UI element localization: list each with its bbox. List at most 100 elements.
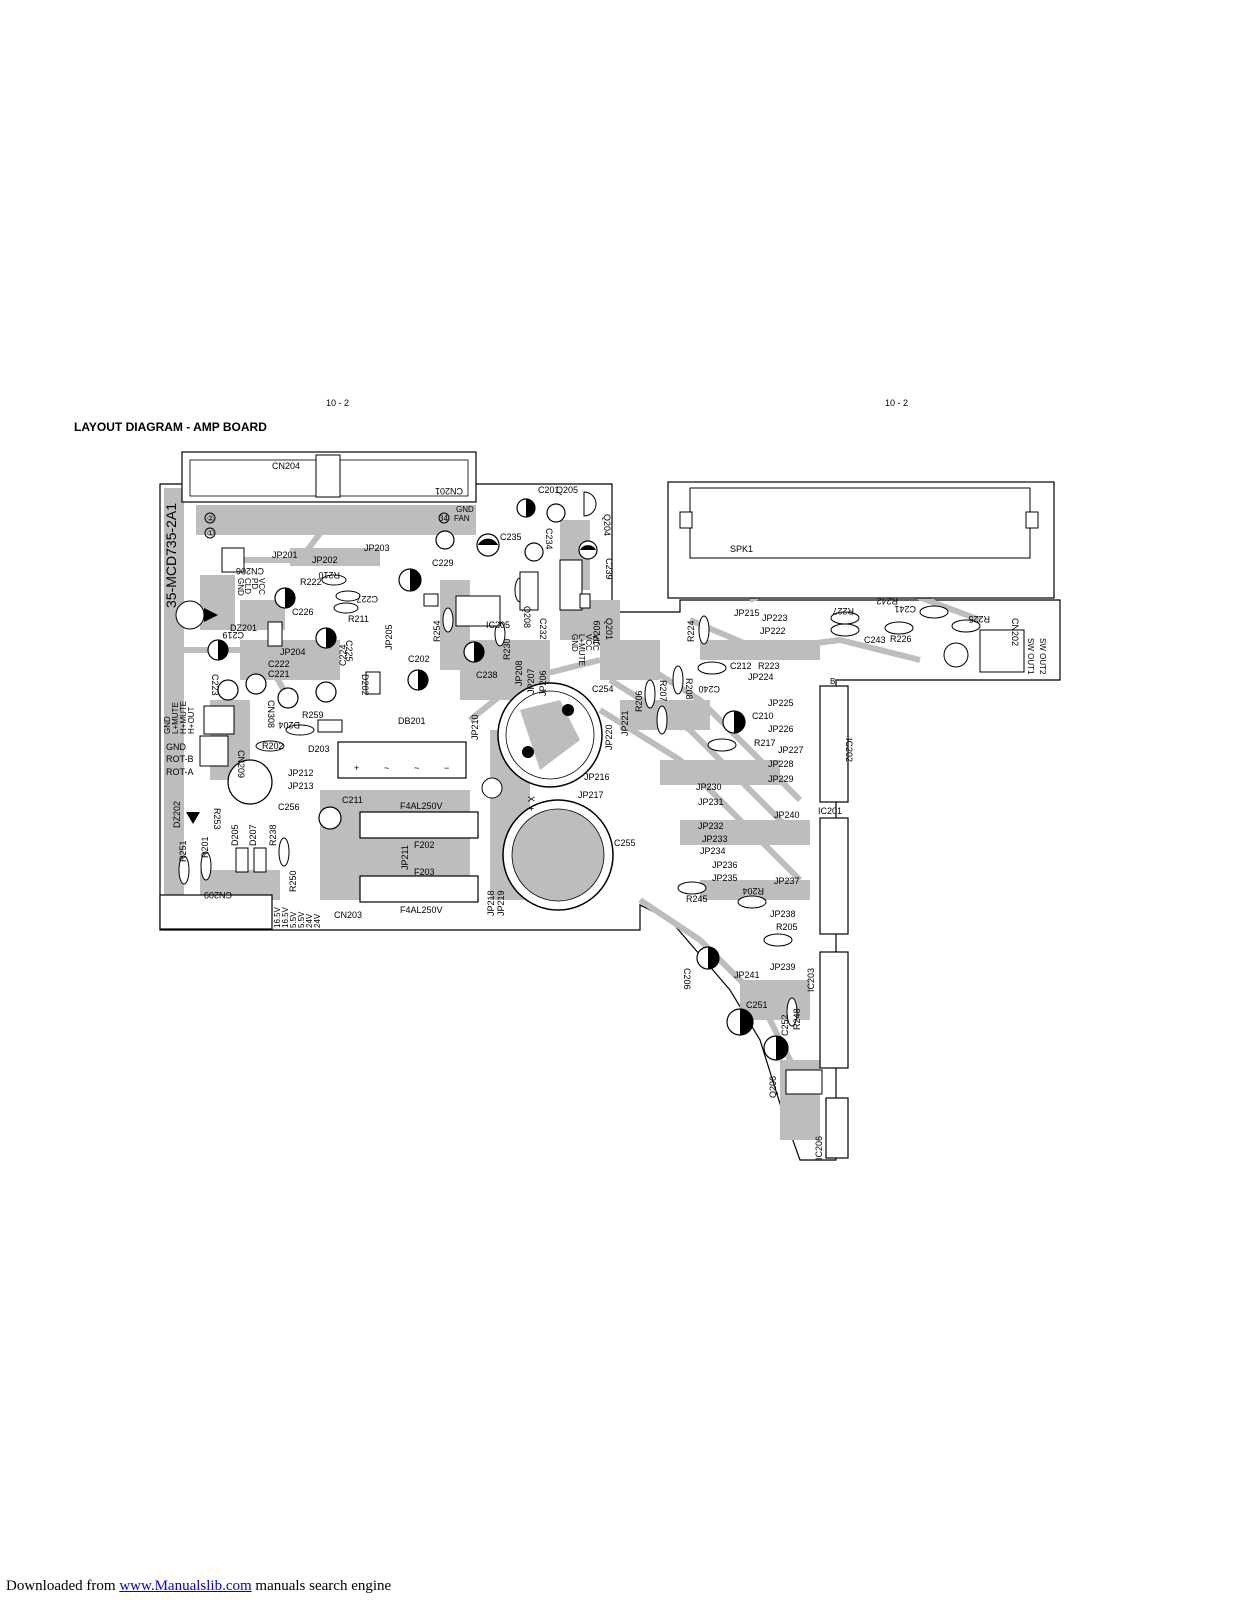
svg-text:JP225: JP225	[768, 698, 794, 708]
svg-text:C210: C210	[752, 711, 774, 721]
footer-prefix: Downloaded from	[6, 1578, 120, 1594]
cn202-connector	[979, 629, 1025, 673]
svg-text:D202: D202	[360, 674, 370, 696]
svg-text:JP234: JP234	[700, 846, 726, 856]
svg-text:R222: R222	[300, 577, 322, 587]
svg-text:R230: R230	[502, 638, 512, 660]
f202-rating: F4AL250V	[400, 801, 443, 811]
polarity-x: X	[526, 796, 536, 802]
svg-text:CN209: CN209	[236, 750, 246, 778]
rot-b-label: ROT-B	[166, 754, 194, 764]
svg-text:JP236: JP236	[712, 860, 738, 870]
svg-text:R205: R205	[776, 922, 798, 932]
svg-text:JP232: JP232	[698, 821, 724, 831]
svg-text:C224: C224	[338, 644, 348, 666]
svg-text:IC203: IC203	[806, 968, 816, 992]
ic202-connector	[819, 685, 849, 803]
footer: Downloaded from www.Manualslib.com manua…	[6, 1578, 391, 1595]
svg-text:JP205: JP205	[384, 624, 394, 650]
svg-text:CN203: CN203	[334, 910, 362, 920]
svg-text:R245: R245	[686, 894, 708, 904]
svg-text:JP224: JP224	[748, 672, 774, 682]
pin-marker-34: 34	[439, 514, 448, 523]
svg-text:JP237: JP237	[774, 876, 800, 886]
svg-text:C226: C226	[292, 607, 314, 617]
pin-marker-2: ②	[207, 514, 214, 523]
cn208-h-out: H+OUT	[187, 707, 196, 734]
ic205-vcc2: VCC	[591, 634, 600, 651]
svg-text:D203: D203	[308, 744, 330, 754]
svg-text:R227: R227	[832, 606, 854, 616]
svg-text:F202: F202	[414, 840, 435, 850]
svg-text:C206: C206	[682, 968, 692, 990]
svg-text:C219: C219	[222, 630, 244, 640]
svg-text:R226: R226	[890, 634, 912, 644]
svg-text:IC202: IC202	[844, 738, 854, 762]
svg-text:JP222: JP222	[760, 626, 786, 636]
svg-text:C222: C222	[268, 659, 290, 669]
svg-text:D205: D205	[230, 824, 240, 846]
sw-out1-label: SW OUT1	[1026, 638, 1035, 675]
svg-text:D207: D207	[248, 824, 258, 846]
svg-text:JP230: JP230	[696, 782, 722, 792]
f203-rating: F4AL250V	[400, 905, 443, 915]
svg-text:JP231: JP231	[698, 797, 724, 807]
sw-out2-label: SW OUT2	[1038, 638, 1047, 675]
bottom-left-connector	[159, 894, 273, 930]
manualslib-link[interactable]: www.Manualslib.com	[119, 1578, 252, 1594]
spk1-label: SPK1	[730, 544, 753, 554]
svg-text:Q208: Q208	[522, 606, 532, 628]
gnd-label: GND	[456, 505, 474, 514]
svg-text:C254: C254	[592, 684, 614, 694]
svg-text:R250: R250	[288, 870, 298, 892]
svg-text:JP204: JP204	[280, 647, 306, 657]
svg-text:JP208: JP208	[514, 660, 524, 686]
svg-text:R224: R224	[686, 620, 696, 642]
db201-bridge	[337, 741, 467, 779]
svg-text:Q206: Q206	[768, 1076, 778, 1098]
rot-a-label: ROT-A	[166, 767, 194, 777]
page-title: LAYOUT DIAGRAM - AMP BOARD	[74, 420, 267, 434]
svg-text:R223: R223	[758, 661, 780, 671]
svg-text:JP229: JP229	[768, 774, 794, 784]
svg-text:Q205: Q205	[556, 485, 578, 495]
svg-text:C255: C255	[614, 838, 636, 848]
pd-pd: PD	[250, 578, 259, 589]
svg-text:R254: R254	[432, 620, 442, 642]
ic206-connector	[825, 1097, 849, 1159]
svg-text:R251: R251	[178, 840, 188, 862]
svg-text:C221: C221	[268, 669, 290, 679]
svg-text:R211: R211	[348, 614, 369, 624]
bridge-ac1: ~	[384, 763, 389, 773]
svg-text:JP210: JP210	[470, 714, 480, 740]
polarity-plus: +	[526, 806, 536, 811]
svg-text:DZ201: DZ201	[230, 623, 257, 633]
svg-text:JP221: JP221	[620, 710, 630, 736]
f203-fuse	[359, 875, 479, 903]
svg-text:R248: R248	[792, 1008, 802, 1030]
svg-text:R210: R210	[318, 570, 340, 580]
svg-text:R204: R204	[742, 886, 764, 896]
svg-text:JP215: JP215	[734, 608, 760, 618]
cn202-label: CN202	[1010, 618, 1020, 646]
page-number-right: 10 - 2	[885, 398, 909, 408]
footer-suffix: manuals search engine	[251, 1578, 392, 1594]
cn203-5v5-2: 5.5V	[297, 911, 306, 928]
svg-text:JP201: JP201	[272, 550, 298, 560]
svg-text:GND: GND	[166, 742, 187, 752]
svg-text:F203: F203	[414, 867, 435, 877]
svg-text:JP211: JP211	[400, 845, 410, 870]
cn201-label: CN201	[435, 486, 463, 496]
svg-text:JP219: JP219	[496, 890, 506, 916]
ic205-gnd: GND	[570, 634, 579, 652]
svg-text:IC205: IC205	[486, 620, 510, 630]
svg-text:JP239: JP239	[770, 962, 796, 972]
svg-text:C251: C251	[746, 1000, 768, 1010]
svg-text:JP203: JP203	[364, 543, 390, 553]
svg-text:C225: C225	[344, 640, 354, 662]
cn208-gnd: GND	[163, 716, 172, 734]
svg-text:C229: C229	[432, 558, 454, 568]
svg-text:C239: C239	[604, 558, 614, 580]
svg-text:JP240: JP240	[774, 810, 800, 820]
